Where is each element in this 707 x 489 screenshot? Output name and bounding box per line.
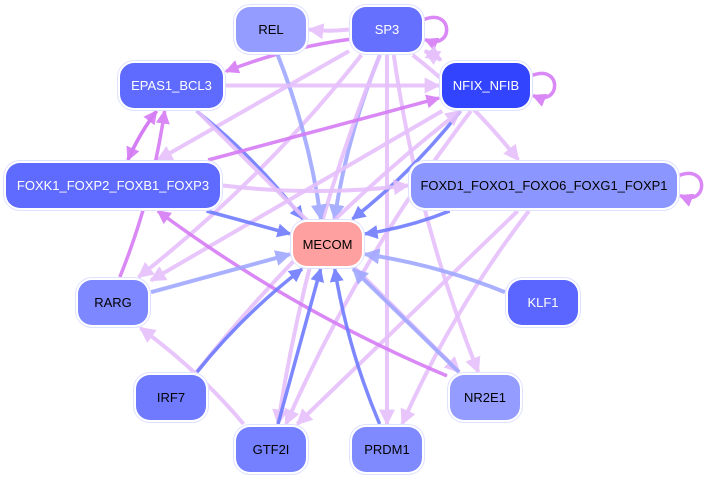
node-label: FOXD1_FOXO1_FOXO6_FOXG1_FOXP1: [420, 178, 668, 193]
node-epas1-bcl3[interactable]: EPAS1_BCL3: [120, 63, 223, 108]
edge-nfix_nfib-to-sp3: [423, 49, 442, 66]
node-label: RARG: [94, 295, 132, 310]
edge-gtf2i-to-mecom: [276, 267, 325, 425]
edge-foxd1-to-prdm1: [400, 209, 531, 426]
node-label: GTF2I: [252, 442, 290, 457]
edge-sp3-to-foxk1: [156, 49, 350, 162]
edge-foxk1-to-nfix_nfib: [207, 94, 441, 162]
edge-sp3-to-sp3: [423, 15, 449, 51]
edge-nfix_nfib-to-nfix_nfib: [531, 71, 557, 107]
edge-foxk1-to-mecom: [206, 209, 292, 238]
edge-nr2e1-to-mecom: [351, 267, 461, 374]
node-label: NFIX_NFIB: [452, 78, 520, 93]
edge-foxk1-to-epas1_bcl3: [126, 109, 158, 161]
edge-foxd1-to-mecom: [363, 209, 451, 239]
node-nfix-nfib[interactable]: NFIX_NFIB: [442, 63, 530, 108]
node-label: IRF7: [156, 390, 186, 405]
node-label: NR2E1: [464, 390, 506, 405]
node-prdm1[interactable]: PRDM1: [352, 427, 422, 472]
node-foxk1[interactable]: FOXK1_FOXP2_FOXB1_FOXP3: [6, 163, 220, 208]
edge-prdm1-to-mecom: [329, 267, 382, 425]
node-rarg[interactable]: RARG: [78, 280, 148, 325]
edge-sp3-to-rel: [307, 23, 350, 40]
node-label: MECOM: [302, 236, 353, 252]
node-label: KLF1: [527, 295, 559, 310]
node-label: EPAS1_BCL3: [131, 78, 212, 93]
node-gtf2i[interactable]: GTF2I: [236, 427, 306, 472]
node-nr2e1[interactable]: NR2E1: [450, 375, 520, 420]
node-rel[interactable]: REL: [236, 7, 306, 52]
node-mecom[interactable]: MECOM: [293, 222, 362, 266]
edge-foxd1-to-gtf2i: [295, 209, 520, 426]
node-foxd1[interactable]: FOXD1_FOXO1_FOXO6_FOXG1_FOXP1: [411, 163, 677, 208]
node-irf7[interactable]: IRF7: [136, 375, 206, 420]
edge-nfix_nfib-to-rarg: [149, 109, 444, 283]
edge-klf1-to-mecom: [363, 248, 506, 295]
node-sp3[interactable]: SP3: [352, 7, 422, 52]
edge-sp3-to-nr2e1: [391, 54, 481, 374]
edge-nr2e1-to-foxk1: [156, 209, 448, 378]
node-label: SP3: [374, 22, 400, 37]
node-label: FOXK1_FOXP2_FOXB1_FOXP3: [16, 178, 210, 193]
node-klf1[interactable]: KLF1: [508, 280, 578, 325]
node-label: REL: [258, 22, 284, 37]
edge-irf7-to-mecom: [195, 267, 304, 374]
node-label: PRDM1: [364, 442, 410, 457]
edge-foxd1-to-foxd1: [678, 171, 704, 207]
edge-rarg-to-mecom: [150, 250, 292, 295]
edge-foxk1-to-foxd1: [222, 179, 410, 196]
edge-gtf2i-to-rarg: [139, 326, 246, 426]
